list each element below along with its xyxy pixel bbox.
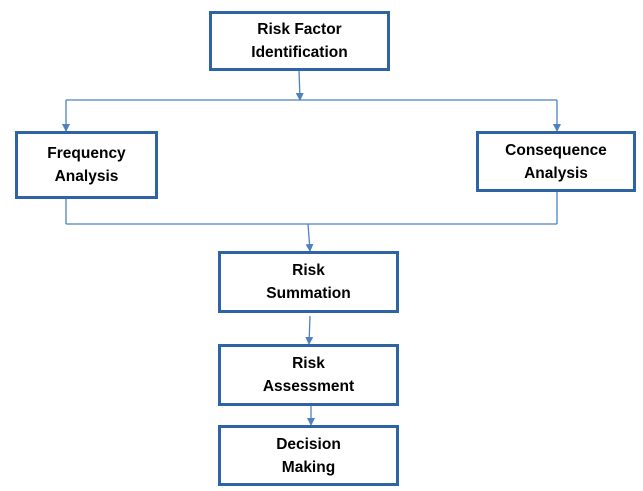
frequency-analysis-line2: Analysis — [54, 168, 119, 185]
consequence-analysis-box: Consequence Analysis — [476, 131, 636, 192]
connector-identification-down — [295, 69, 304, 101]
risk-assessment-line1: Risk — [292, 355, 325, 372]
frequency-analysis-line1: Frequency — [47, 145, 126, 162]
risk-factor-identification-box: Risk Factor Identification — [209, 11, 390, 71]
risk-summation-box: Risk Summation — [218, 251, 399, 313]
decision-making-line1: Decision — [276, 435, 341, 453]
frequency-analysis-box: Frequency Analysis — [15, 131, 158, 199]
decision-making-line2: Making — [281, 458, 336, 476]
risk-summation-line2: Summation — [266, 285, 351, 302]
connector-to-summation — [305, 223, 314, 252]
connector-summation-to-assessment — [305, 315, 314, 345]
consequence-analysis-line1: Consequence — [505, 141, 607, 159]
risk-factor-identification-line2: Identification — [251, 44, 348, 61]
risk-factor-identification-line1: Risk Factor — [257, 21, 342, 38]
risk-assessment-line2: Assessment — [262, 378, 355, 395]
risk-summation-line1: Risk — [292, 262, 325, 279]
decision-making-box: Decision Making — [218, 425, 399, 486]
risk-assessment-box: Risk Assessment — [218, 344, 399, 406]
consequence-analysis-line2: Analysis — [524, 164, 588, 182]
